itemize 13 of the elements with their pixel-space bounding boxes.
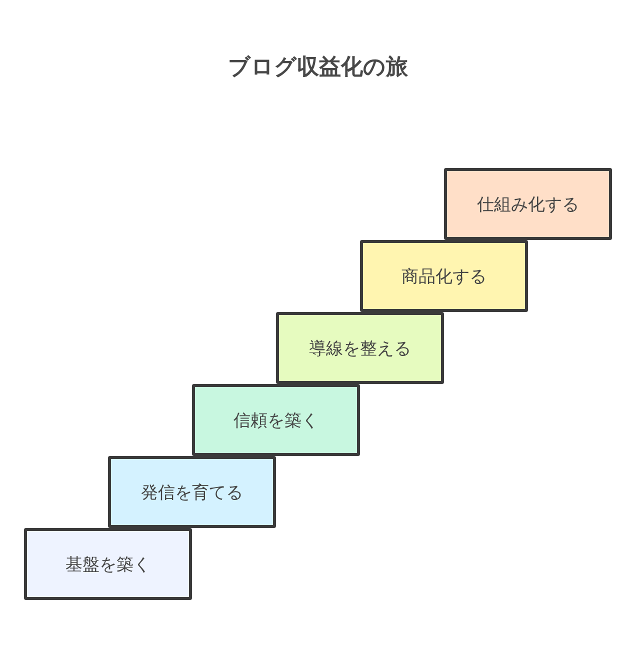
step-box	[360, 240, 528, 312]
step-label: 発信を育てる	[141, 482, 243, 504]
step-label: 商品化する	[402, 266, 486, 288]
step-box	[192, 384, 360, 456]
step-box	[108, 456, 276, 528]
step-box	[24, 528, 192, 600]
step-label: 導線を整える	[309, 338, 411, 360]
step-label: 信頼を築く	[234, 410, 318, 432]
step-label: 基盤を築く	[66, 554, 150, 576]
step-box	[444, 168, 612, 240]
step-box	[276, 312, 444, 384]
step-label: 仕組み化する	[477, 194, 579, 216]
diagram-title: ブログ収益化の旅	[227, 54, 409, 82]
